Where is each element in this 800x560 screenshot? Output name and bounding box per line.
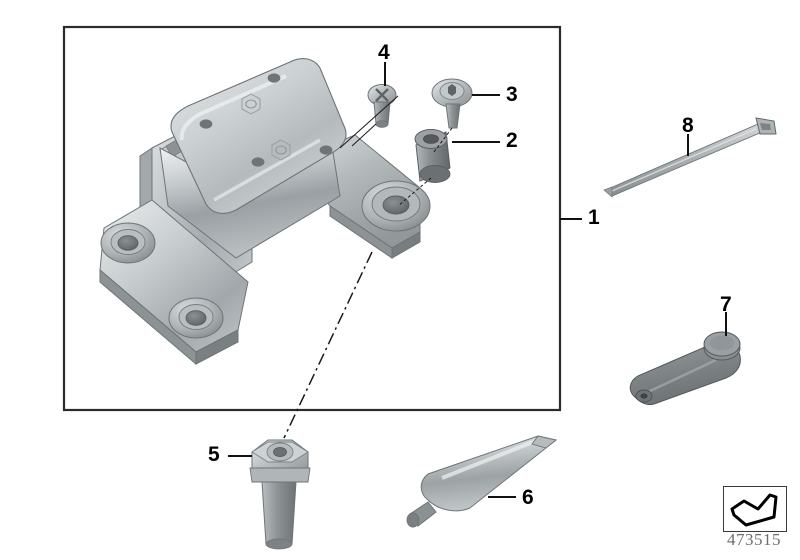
diagram-id-box — [723, 486, 787, 532]
bracket-assembly-drawing — [99, 58, 431, 366]
part-cable-tie — [603, 117, 777, 198]
part-bushing-spacer — [414, 129, 451, 183]
part-sealant-tube — [406, 435, 558, 528]
callout-3[interactable]: 3 — [506, 83, 518, 106]
part-flat-strap-bracket — [629, 331, 741, 406]
part-hex-head-stud — [249, 439, 311, 550]
leader-lines — [228, 62, 727, 498]
diagram-id-number: 473515 — [727, 530, 781, 549]
callout-5[interactable]: 5 — [208, 443, 220, 466]
bracket-cover-plate — [159, 58, 347, 259]
arrow-chevron-icon — [730, 493, 778, 527]
callout-8[interactable]: 8 — [682, 114, 694, 137]
callout-4[interactable]: 4 — [378, 41, 390, 64]
callout-2[interactable]: 2 — [506, 129, 518, 152]
callout-1[interactable]: 1 — [588, 206, 600, 229]
part-phillips-screw — [367, 84, 397, 128]
bracket-mounting-foot — [99, 199, 249, 366]
assembly-centerline — [283, 251, 373, 439]
assembly-pointer-lines — [339, 95, 453, 207]
callout-7[interactable]: 7 — [720, 293, 732, 316]
callout-6[interactable]: 6 — [522, 486, 534, 509]
part-torx-flange-bolt — [431, 78, 473, 129]
